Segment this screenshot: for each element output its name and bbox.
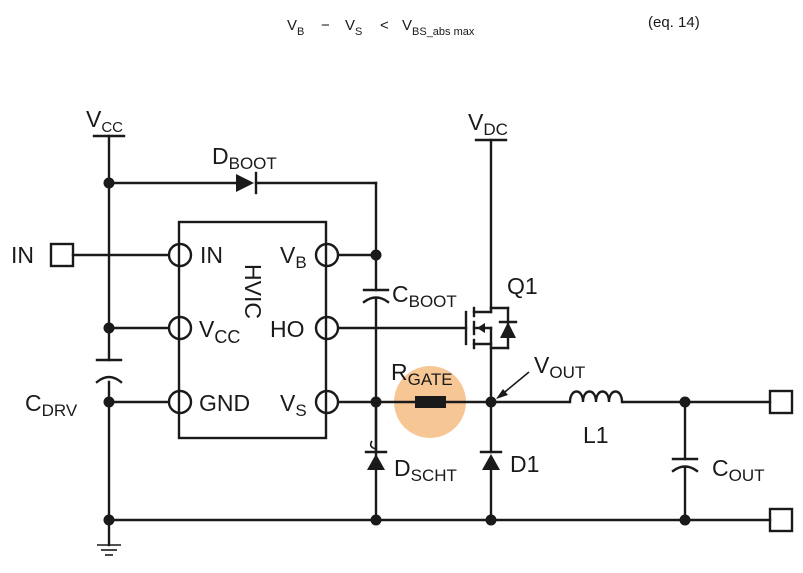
label-cboot: CBOOT — [392, 281, 457, 311]
vdc-supply — [474, 138, 508, 310]
label-q1: Q1 — [507, 273, 538, 299]
label-cout: COUT — [712, 455, 765, 485]
label-vout: VOUT — [534, 352, 585, 382]
label-pin-ho: HO — [270, 316, 305, 342]
label-pin-vb: VB — [280, 242, 307, 272]
cdrv-capacitor — [95, 358, 123, 384]
pin-vs — [314, 389, 340, 415]
dscht-diode — [364, 400, 388, 522]
label-pin-vcc: VCC — [199, 316, 240, 347]
label-in-terminal: IN — [11, 242, 34, 268]
label-rgate: RGATE — [391, 359, 453, 389]
output-terminal-negative — [768, 507, 794, 533]
label-dscht: DSCHT — [394, 455, 457, 485]
label-dboot: DBOOT — [212, 143, 277, 173]
label-d1: D1 — [510, 451, 539, 477]
dboot-diode — [107, 171, 378, 292]
eq-vs: VS — [345, 17, 362, 38]
pin-in — [167, 242, 193, 268]
label-pin-in: IN — [200, 242, 223, 268]
pin-vb — [314, 242, 340, 268]
label-l1: L1 — [583, 422, 609, 448]
equation-14: VB − VS < VBS_abs max (eq. 14) — [287, 14, 700, 38]
d1-diode — [479, 400, 503, 522]
pin-gnd — [167, 389, 193, 415]
pin-ho — [314, 315, 340, 341]
vout-arrow — [496, 371, 530, 399]
label-pin-vs: VS — [280, 390, 307, 420]
rgate-resistor — [415, 396, 446, 408]
cout-capacitor — [671, 400, 699, 522]
output-terminal-positive — [768, 389, 794, 415]
q1-mosfet — [464, 306, 518, 404]
label-vdc: VDC — [468, 109, 508, 139]
hvic-ic-box — [177, 220, 328, 440]
eq-less-than: < — [380, 17, 389, 34]
label-cdrv: CDRV — [25, 390, 78, 420]
junction-dots — [103, 177, 691, 526]
label-vcc: VCC — [86, 106, 123, 136]
eq-vbs-abs-max: VBS_abs max — [402, 17, 475, 38]
pin-vcc — [167, 315, 193, 341]
in-terminal — [49, 242, 75, 268]
eq-minus: − — [321, 17, 330, 34]
l1-inductor — [568, 390, 624, 414]
label-pin-gnd: GND — [199, 390, 250, 416]
eq-number: (eq. 14) — [648, 14, 700, 31]
eq-vb: VB — [287, 17, 304, 38]
label-hvic: HVIC — [240, 264, 266, 319]
